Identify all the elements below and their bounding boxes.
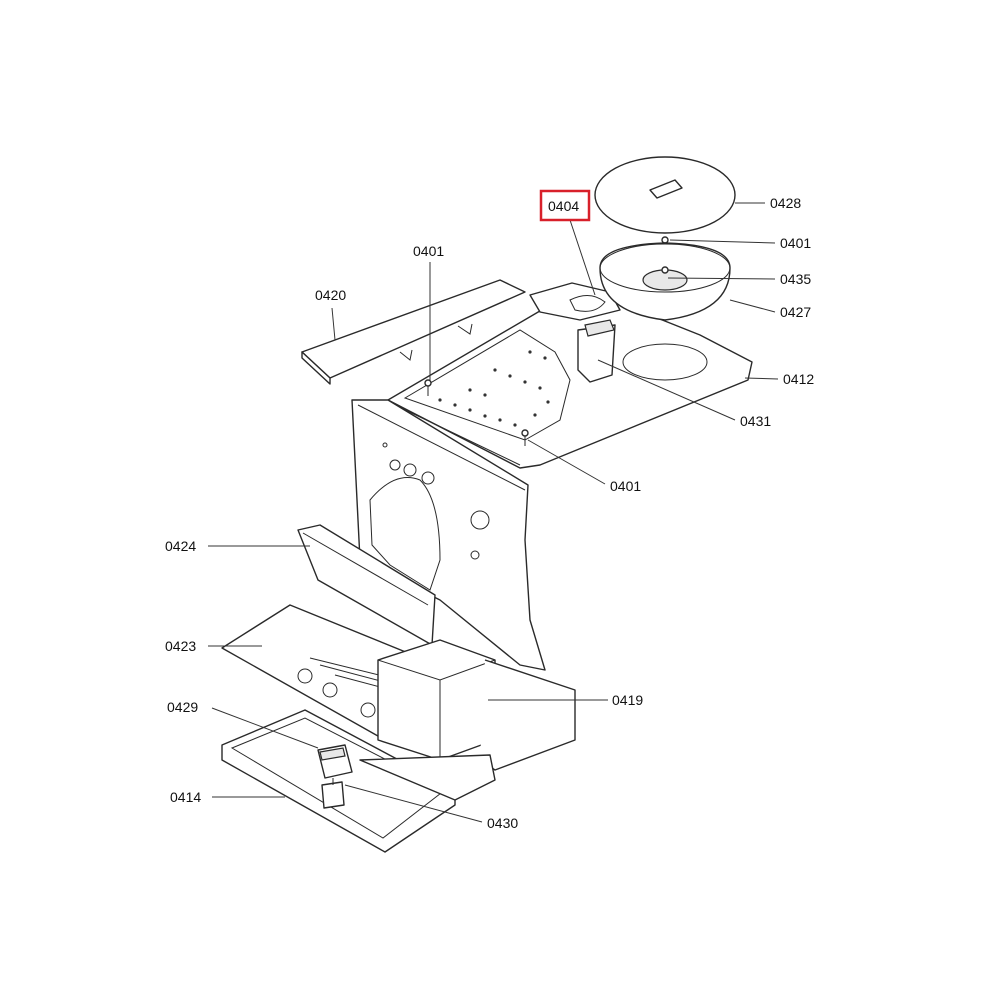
part-0431[interactable] bbox=[577, 319, 616, 383]
part-0414[interactable] bbox=[221, 709, 496, 853]
label-0419[interactable]: 0419 bbox=[612, 692, 643, 708]
label-0401-bottom[interactable]: 0401 bbox=[610, 478, 641, 494]
leader-0412 bbox=[744, 377, 779, 380]
leader-0404 bbox=[569, 219, 596, 296]
label-0431[interactable]: 0431 bbox=[740, 413, 771, 429]
label-0423[interactable]: 0423 bbox=[165, 638, 196, 654]
label-0420[interactable]: 0420 bbox=[315, 287, 346, 303]
part-0404[interactable] bbox=[529, 282, 621, 321]
leader-0431 bbox=[597, 359, 736, 421]
part-0430[interactable] bbox=[321, 778, 345, 809]
vent-dots bbox=[438, 350, 550, 427]
part-0435[interactable] bbox=[642, 266, 688, 291]
label-0404[interactable]: 0404 bbox=[548, 198, 579, 214]
label-0430[interactable]: 0430 bbox=[487, 815, 518, 831]
leader-0401-bottom bbox=[527, 439, 606, 485]
label-0428[interactable]: 0428 bbox=[770, 195, 801, 211]
label-0427[interactable]: 0427 bbox=[780, 304, 811, 320]
part-0424[interactable] bbox=[297, 524, 436, 646]
leader-0427 bbox=[729, 299, 776, 313]
leader-0429 bbox=[211, 707, 319, 749]
part-0401-screw-left[interactable] bbox=[424, 379, 432, 396]
label-0424[interactable]: 0424 bbox=[165, 538, 196, 554]
leader-0401-top bbox=[669, 239, 776, 244]
leader-0420 bbox=[331, 307, 336, 341]
leader-lines bbox=[208, 202, 779, 823]
part-0401-screw-right[interactable] bbox=[521, 429, 529, 446]
label-0412[interactable]: 0412 bbox=[783, 371, 814, 387]
label-0401-top[interactable]: 0401 bbox=[780, 235, 811, 251]
highlight-box-0404 bbox=[539, 189, 591, 222]
label-0435[interactable]: 0435 bbox=[780, 271, 811, 287]
label-0414[interactable]: 0414 bbox=[170, 789, 201, 805]
part-0419[interactable] bbox=[377, 639, 576, 771]
part-0428[interactable] bbox=[594, 156, 736, 234]
part-0420[interactable] bbox=[301, 279, 526, 385]
part-0429[interactable] bbox=[317, 744, 353, 779]
label-0401-left[interactable]: 0401 bbox=[413, 243, 444, 259]
label-0429[interactable]: 0429 bbox=[167, 699, 198, 715]
leader-0430 bbox=[344, 784, 483, 823]
leader-0435 bbox=[667, 277, 776, 280]
part-labels: 0428 0401 0435 0427 0412 0431 0401 0401 … bbox=[165, 195, 814, 831]
